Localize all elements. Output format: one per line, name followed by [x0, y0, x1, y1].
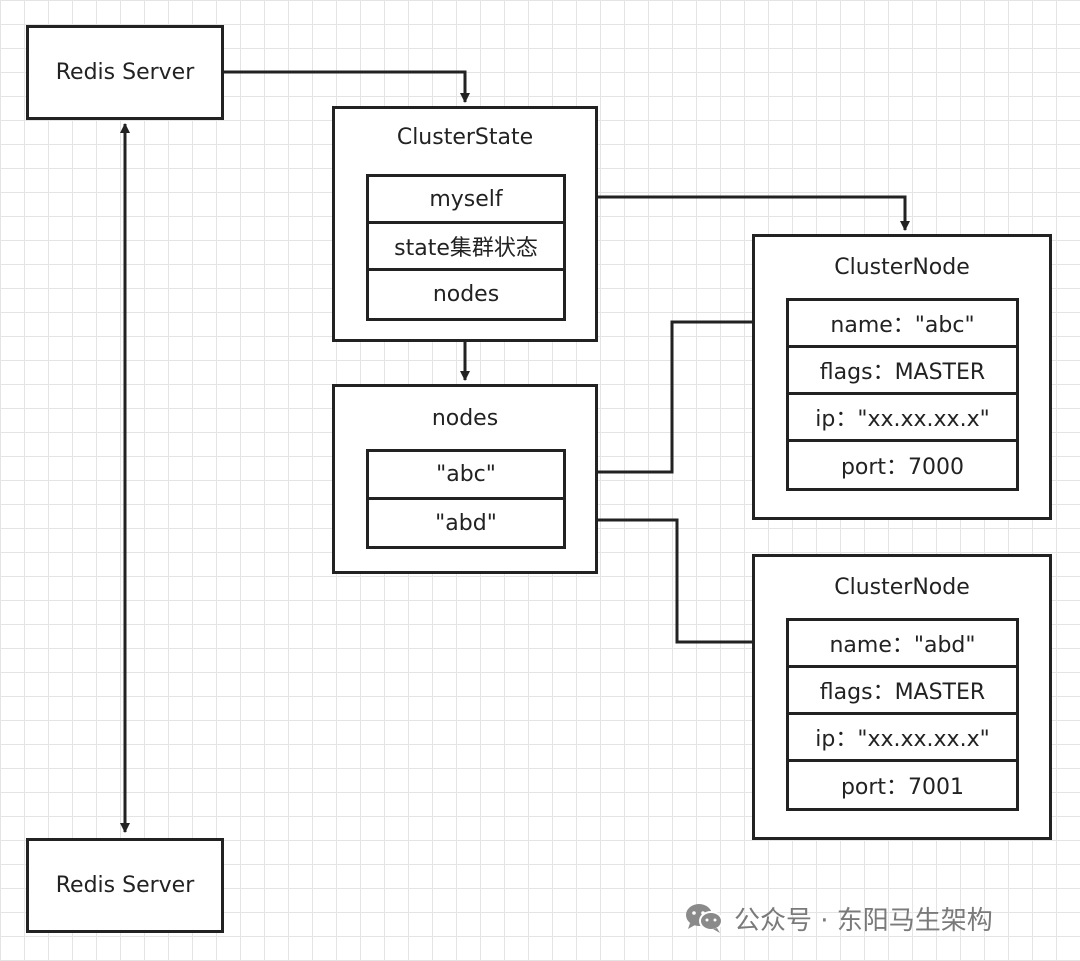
- wechat-icon: [686, 904, 723, 933]
- cluster-node-fields: name："abd" flags：MASTER ip："xx.xx.xx.x" …: [786, 618, 1019, 811]
- node-flags: flags：MASTER: [789, 348, 1016, 395]
- cluster-state-box: ClusterState myself state集群状态 nodes: [332, 106, 598, 342]
- redis-server-top: Redis Server: [26, 25, 224, 120]
- node-name: name："abd": [789, 621, 1016, 668]
- nodes-dict-title: nodes: [431, 406, 499, 431]
- field-myself: myself: [369, 177, 563, 224]
- nodes-dict-fields: "abc" "abd": [366, 449, 566, 549]
- cluster-node-title: ClusterNode: [834, 255, 970, 280]
- cluster-state-fields: myself state集群状态 nodes: [366, 174, 566, 321]
- redis-server-label: Redis Server: [55, 60, 195, 85]
- node-key-abd: "abd": [435, 510, 497, 536]
- node-ip: ip："xx.xx.xx.x": [789, 395, 1016, 442]
- node-port: port：7001: [840, 775, 965, 800]
- redis-server-bottom: Redis Server: [26, 838, 224, 933]
- cluster-node-title: ClusterNode: [834, 575, 970, 600]
- node-port: port：7000: [840, 455, 965, 480]
- arrow-server-to-clusterstate: [223, 70, 470, 103]
- arrow-myself-to-clusternode: [565, 195, 910, 231]
- cluster-state-title: ClusterState: [396, 125, 534, 150]
- cluster-node-2: ClusterNode name："abd" flags：MASTER ip："…: [752, 554, 1052, 840]
- watermark-text: 公众号 · 东阳马生架构: [734, 905, 993, 936]
- cluster-node-fields: name："abc" flags：MASTER ip："xx.xx.xx.x" …: [786, 298, 1019, 491]
- node-ip: ip："xx.xx.xx.x": [789, 715, 1016, 762]
- node-flags: flags：MASTER: [789, 668, 1016, 715]
- node-name: name："abc": [789, 301, 1016, 348]
- field-nodes: nodes: [432, 282, 500, 307]
- field-state: state集群状态: [369, 224, 563, 271]
- node-key-abc: "abc": [369, 452, 563, 500]
- cluster-node-1: ClusterNode name："abc" flags：MASTER ip："…: [752, 234, 1052, 520]
- watermark: 公众号 · 东阳马生架构: [684, 898, 993, 938]
- nodes-dict-box: nodes "abc" "abd": [332, 384, 598, 574]
- redis-server-label: Redis Server: [55, 873, 195, 898]
